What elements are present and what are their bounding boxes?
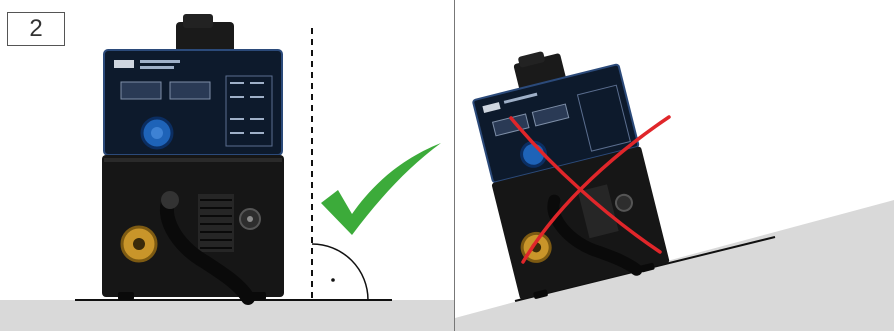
welding-machine bbox=[102, 14, 284, 300]
correct-placement-panel: 2 bbox=[0, 0, 455, 331]
step-number-label: 2 bbox=[7, 12, 65, 46]
check-icon bbox=[321, 143, 441, 235]
floor bbox=[0, 300, 455, 331]
level-surface-illustration bbox=[0, 0, 455, 331]
right-angle-icon bbox=[312, 244, 368, 300]
incorrect-placement-panel bbox=[455, 0, 894, 331]
tilted-welding-machine bbox=[463, 34, 670, 303]
sloped-surface-illustration bbox=[455, 0, 894, 331]
